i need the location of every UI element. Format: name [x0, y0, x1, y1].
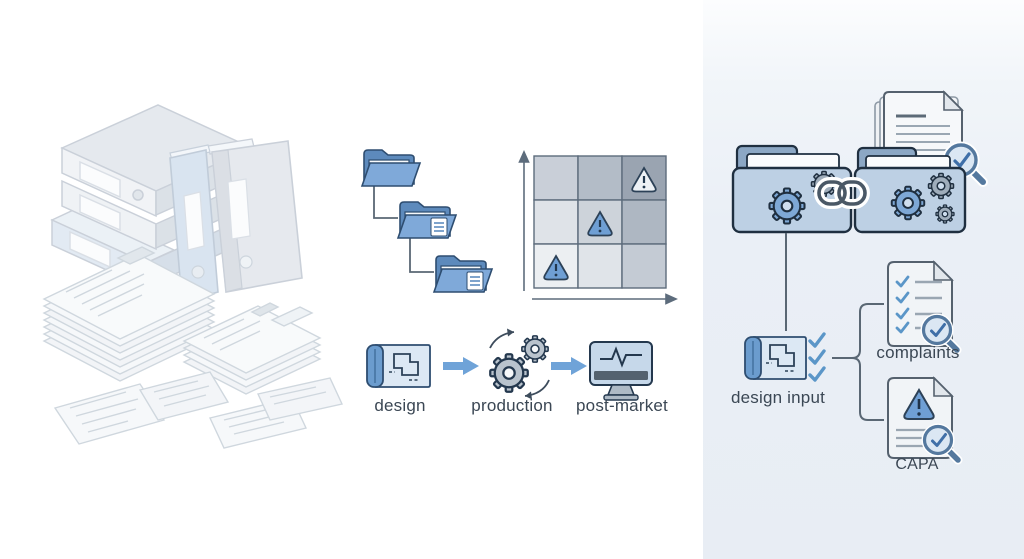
blueprint-scroll-icon: [366, 344, 431, 388]
branch-connector: [832, 303, 884, 421]
matrix-axes: [518, 150, 678, 305]
upright-binders-icon: [169, 138, 303, 304]
gear-folder-icon: [731, 144, 853, 234]
production-label: production: [471, 396, 553, 415]
traceability-illustration: [731, 90, 988, 465]
gear-folder-icon: [853, 146, 967, 234]
folder-icon: [360, 149, 422, 187]
chain-link-icon: [814, 177, 870, 209]
complaints-label: complaints: [876, 343, 960, 362]
checkmark-list-icon: [808, 332, 826, 382]
warning-triangle-icon: [631, 166, 657, 193]
blueprint-scroll-icon: [744, 336, 807, 380]
design-label: design: [374, 396, 426, 415]
design-input-label: design input: [730, 388, 826, 407]
warning-triangle-icon: [543, 254, 569, 281]
paper-stack-left-icon: [42, 246, 216, 382]
lifecycle-flow: [366, 328, 653, 401]
folder-icon: [432, 255, 494, 293]
flow-arrow-icon: [443, 357, 479, 375]
folder-icon: [396, 201, 458, 239]
monitor-pulse-icon: [589, 341, 653, 401]
scattered-papers-icon: [53, 371, 343, 449]
warning-triangle-icon: [587, 210, 613, 237]
magnifier-check-icon: [921, 423, 963, 465]
right-panel-background: [703, 0, 1024, 559]
magnifier-check-icon: [920, 313, 962, 355]
post-market-label: post-market: [576, 396, 668, 415]
gears-icon: [489, 328, 550, 400]
capa-label: CAPA: [895, 456, 939, 473]
folder-tree-icon: [360, 149, 494, 293]
flow-arrow-icon: [551, 357, 587, 375]
paper-stack-right-icon: [182, 302, 322, 395]
risk-matrix: [518, 150, 678, 305]
paper-archive-illustration: [42, 104, 343, 449]
